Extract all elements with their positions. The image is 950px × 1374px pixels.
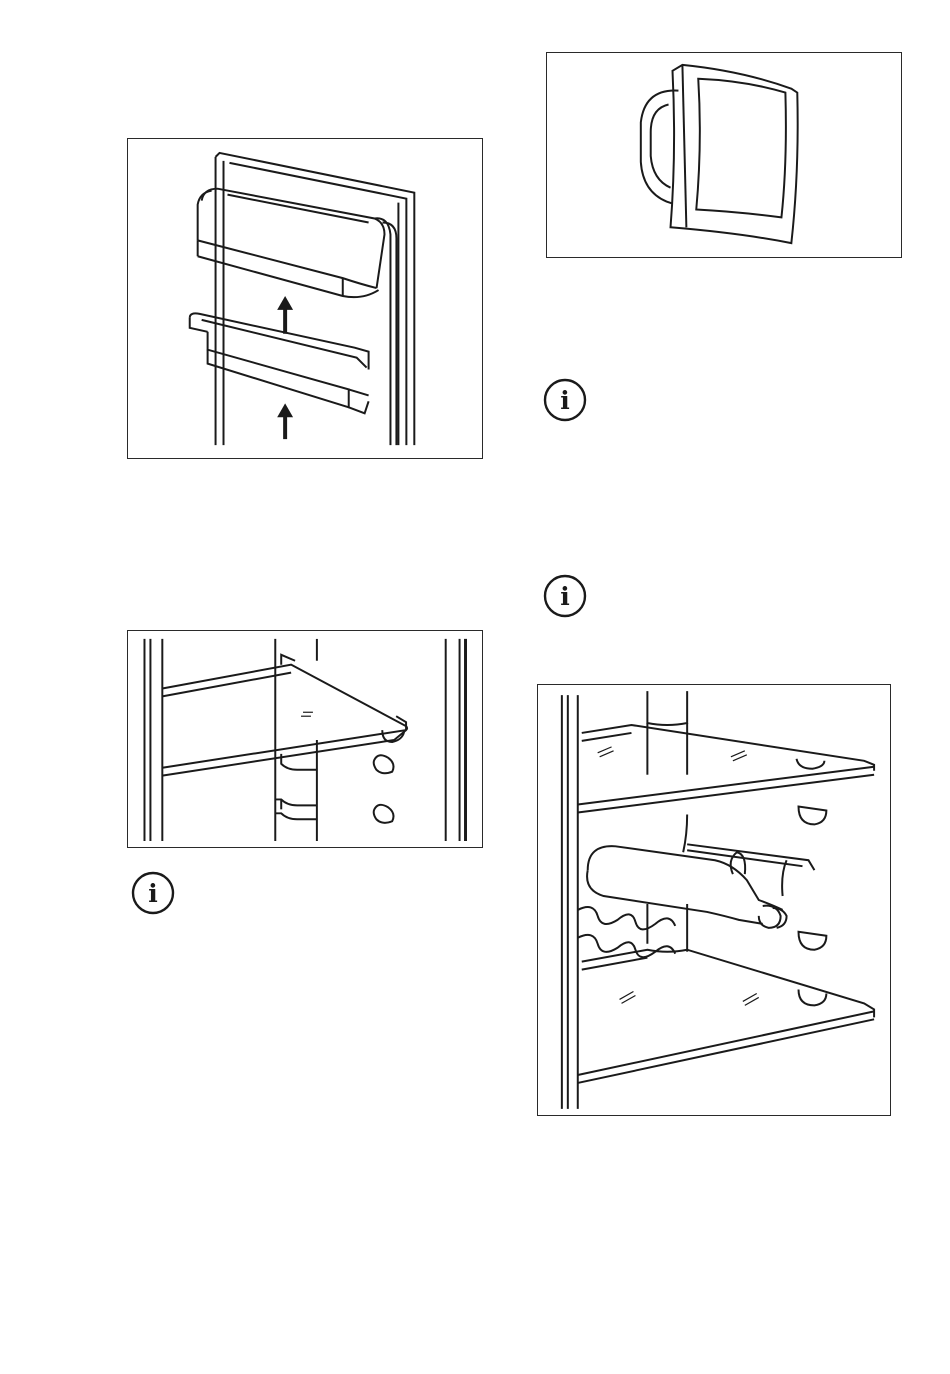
info-glyph: i: [560, 386, 570, 415]
bottle-rack-illustration: [538, 685, 890, 1115]
glass-shelf-illustration: [128, 631, 482, 847]
info-glyph: i: [560, 582, 570, 611]
info-icon: i: [543, 574, 587, 618]
flap-figure: [546, 52, 902, 258]
bottle-rack-figure: [537, 684, 891, 1116]
flap-illustration: [547, 53, 901, 257]
info-icon: i: [131, 871, 175, 915]
door-shelves-figure: [127, 138, 483, 459]
info-glyph: i: [148, 879, 158, 908]
info-icon: i: [543, 378, 587, 422]
glass-shelf-figure: [127, 630, 483, 848]
door-shelf-lift-illustration: [128, 139, 482, 458]
